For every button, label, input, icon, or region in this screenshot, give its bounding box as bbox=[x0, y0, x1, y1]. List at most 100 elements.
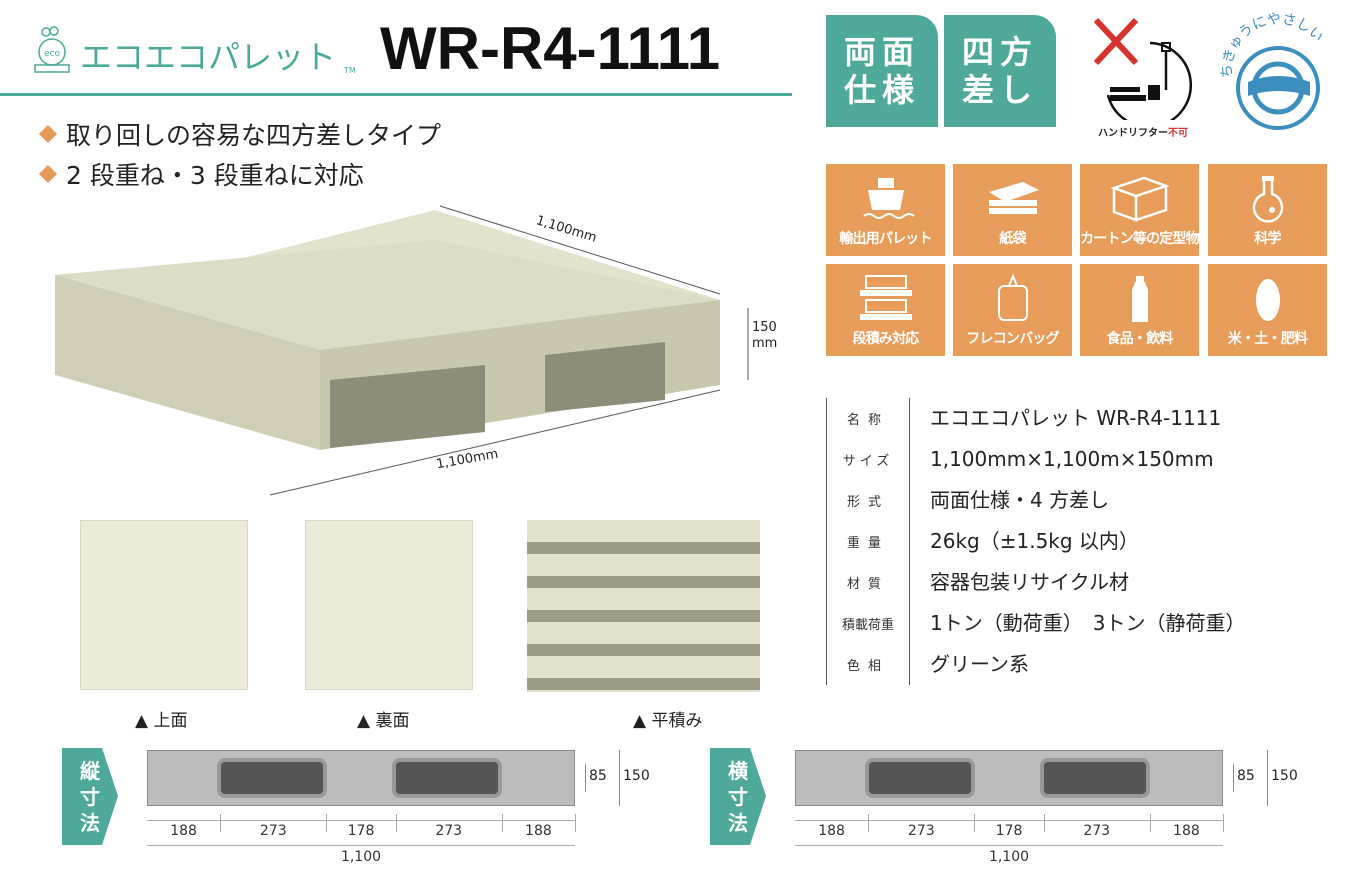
stacked-view-caption: ▲ 平積み bbox=[633, 711, 703, 731]
spec-label: 材質 bbox=[846, 577, 889, 592]
feature-item: 取り回しの容易な四方差しタイプ bbox=[38, 116, 442, 152]
feature-text: 2 段重ね・3 段重ねに対応 bbox=[66, 161, 364, 190]
dimension-line bbox=[795, 845, 1223, 846]
use-label: 科学 bbox=[1254, 231, 1281, 247]
spec-label: サイズ bbox=[842, 454, 894, 469]
spec-label: 色相 bbox=[846, 659, 889, 674]
spec-value: 両面仕様・4 方差し bbox=[909, 480, 1109, 521]
total-height: 150 bbox=[623, 768, 650, 784]
use-tile-rice: 米・土・肥料 bbox=[1208, 264, 1327, 356]
spec-label: 形式 bbox=[846, 495, 889, 510]
total-dimension: 1,100 bbox=[340, 849, 382, 865]
use-label: 食品・飲料 bbox=[1106, 331, 1174, 347]
dimension-tick bbox=[1223, 814, 1224, 832]
segment-dimension: 273 bbox=[435, 823, 463, 839]
use-label: 紙袋 bbox=[999, 231, 1026, 247]
height-value: 150 bbox=[752, 320, 777, 335]
dimension-tick bbox=[1043, 814, 1045, 832]
diamond-bullet-icon bbox=[38, 164, 58, 184]
flask-icon bbox=[1252, 176, 1283, 223]
use-label: 米・土・肥料 bbox=[1227, 331, 1308, 347]
spec-row: 形式 両面仕様・4 方差し bbox=[827, 480, 1245, 521]
pallet-side-profile bbox=[795, 750, 1223, 806]
spec-label: 積載荷重 bbox=[841, 618, 894, 633]
badge-double-sided: 両面仕様 bbox=[826, 15, 938, 127]
feature-text: 取り回しの容易な四方差しタイプ bbox=[66, 121, 442, 150]
use-label: フレコンバッグ bbox=[966, 331, 1059, 347]
use-tile-paper-bags: 紙袋 bbox=[953, 164, 1072, 256]
bulk-bag-icon bbox=[997, 274, 1028, 321]
opening-height: 85 bbox=[1237, 768, 1255, 784]
brand-name: エコエコパレット bbox=[80, 38, 337, 76]
opening-height: 85 bbox=[589, 768, 607, 784]
segment-dimension: 178 bbox=[347, 823, 375, 839]
dimension-tick bbox=[501, 814, 503, 832]
spec-value: 容器包装リサイクル材 bbox=[909, 562, 1129, 603]
hand-lifter-status: 不可 bbox=[1168, 128, 1188, 139]
segment-dimension: 178 bbox=[995, 823, 1023, 839]
bottom-view-caption: ▲ 裏面 bbox=[357, 711, 410, 731]
top-view-caption: ▲ 上面 bbox=[135, 711, 188, 731]
segment-dimension: 188 bbox=[525, 823, 552, 839]
segment-dimension: 273 bbox=[1083, 823, 1111, 839]
header-divider bbox=[0, 93, 792, 96]
ship-icon bbox=[862, 178, 915, 219]
total-dimension: 1,100 bbox=[988, 849, 1030, 865]
dimension-tick bbox=[575, 814, 576, 832]
diamond-bullet-icon bbox=[38, 124, 58, 144]
pallet-photo bbox=[55, 205, 749, 496]
badge-line: 両面 bbox=[843, 33, 920, 71]
eco-mark-text: ちきゅうにやさしい bbox=[1219, 11, 1326, 78]
fork-opening bbox=[865, 758, 975, 798]
dimension-tick bbox=[395, 814, 397, 832]
dimension-line bbox=[585, 764, 586, 792]
segment-dimension: 273 bbox=[259, 823, 287, 839]
stacked-pallets-icon bbox=[859, 275, 912, 320]
dimension-tick bbox=[1149, 814, 1151, 832]
use-tile-science: 科学 bbox=[1208, 164, 1327, 256]
paper-bags-icon bbox=[988, 182, 1039, 214]
spec-value: グリーン系 bbox=[909, 644, 1029, 685]
segment-dimension: 273 bbox=[907, 823, 935, 839]
fork-opening bbox=[392, 758, 502, 798]
no-hand-lifter-mark: ハンドリフター不可 bbox=[1088, 15, 1198, 139]
dimension-tick bbox=[868, 814, 870, 832]
segment-dimension: 188 bbox=[170, 823, 197, 839]
spec-value: 1トン（動荷重） 3トン（静荷重） bbox=[909, 603, 1245, 644]
use-tile-stacking: 段積み対応 bbox=[826, 264, 945, 356]
dimension-tick bbox=[326, 814, 328, 832]
eco-logo-icon: eco bbox=[32, 26, 72, 76]
tag-char: 寸 bbox=[728, 785, 748, 809]
bottom-view-image bbox=[305, 520, 473, 690]
use-tile-bulk-bag: フレコンバッグ bbox=[953, 264, 1072, 356]
spec-label: 名称 bbox=[846, 413, 889, 428]
segment-dimension: 188 bbox=[818, 823, 845, 839]
dimension-line bbox=[147, 820, 575, 821]
total-height: 150 bbox=[1271, 768, 1298, 784]
dimension-tick bbox=[974, 814, 976, 832]
use-tile-carton: カートン等の定型物 bbox=[1080, 164, 1199, 256]
carton-box-icon bbox=[1109, 176, 1170, 222]
tag-char: 横 bbox=[728, 759, 748, 783]
pallet-side-profile bbox=[147, 750, 575, 806]
use-tile-food: 食品・飲料 bbox=[1080, 264, 1199, 356]
badge-line: 差し bbox=[961, 71, 1038, 109]
hand-lifter-prohibited-icon bbox=[1093, 17, 1193, 129]
dimension-line bbox=[1267, 750, 1268, 806]
svg-text:ちきゅうにやさしい: ちきゅうにやさしい bbox=[1219, 12, 1326, 78]
tag-char: 法 bbox=[80, 811, 100, 835]
use-label: カートン等の定型物 bbox=[1080, 231, 1199, 247]
fork-opening bbox=[217, 758, 327, 798]
tag-char: 法 bbox=[728, 811, 748, 835]
tag-char: 寸 bbox=[80, 785, 100, 809]
spec-row: 積載荷重 1トン（動荷重） 3トン（静荷重） bbox=[827, 603, 1245, 644]
badge-line: 仕様 bbox=[843, 71, 920, 109]
svg-text:eco: eco bbox=[44, 49, 60, 59]
spec-row: 色相 グリーン系 bbox=[827, 644, 1245, 685]
feature-item: 2 段重ね・3 段重ねに対応 bbox=[38, 156, 364, 192]
fork-opening bbox=[1040, 758, 1150, 798]
